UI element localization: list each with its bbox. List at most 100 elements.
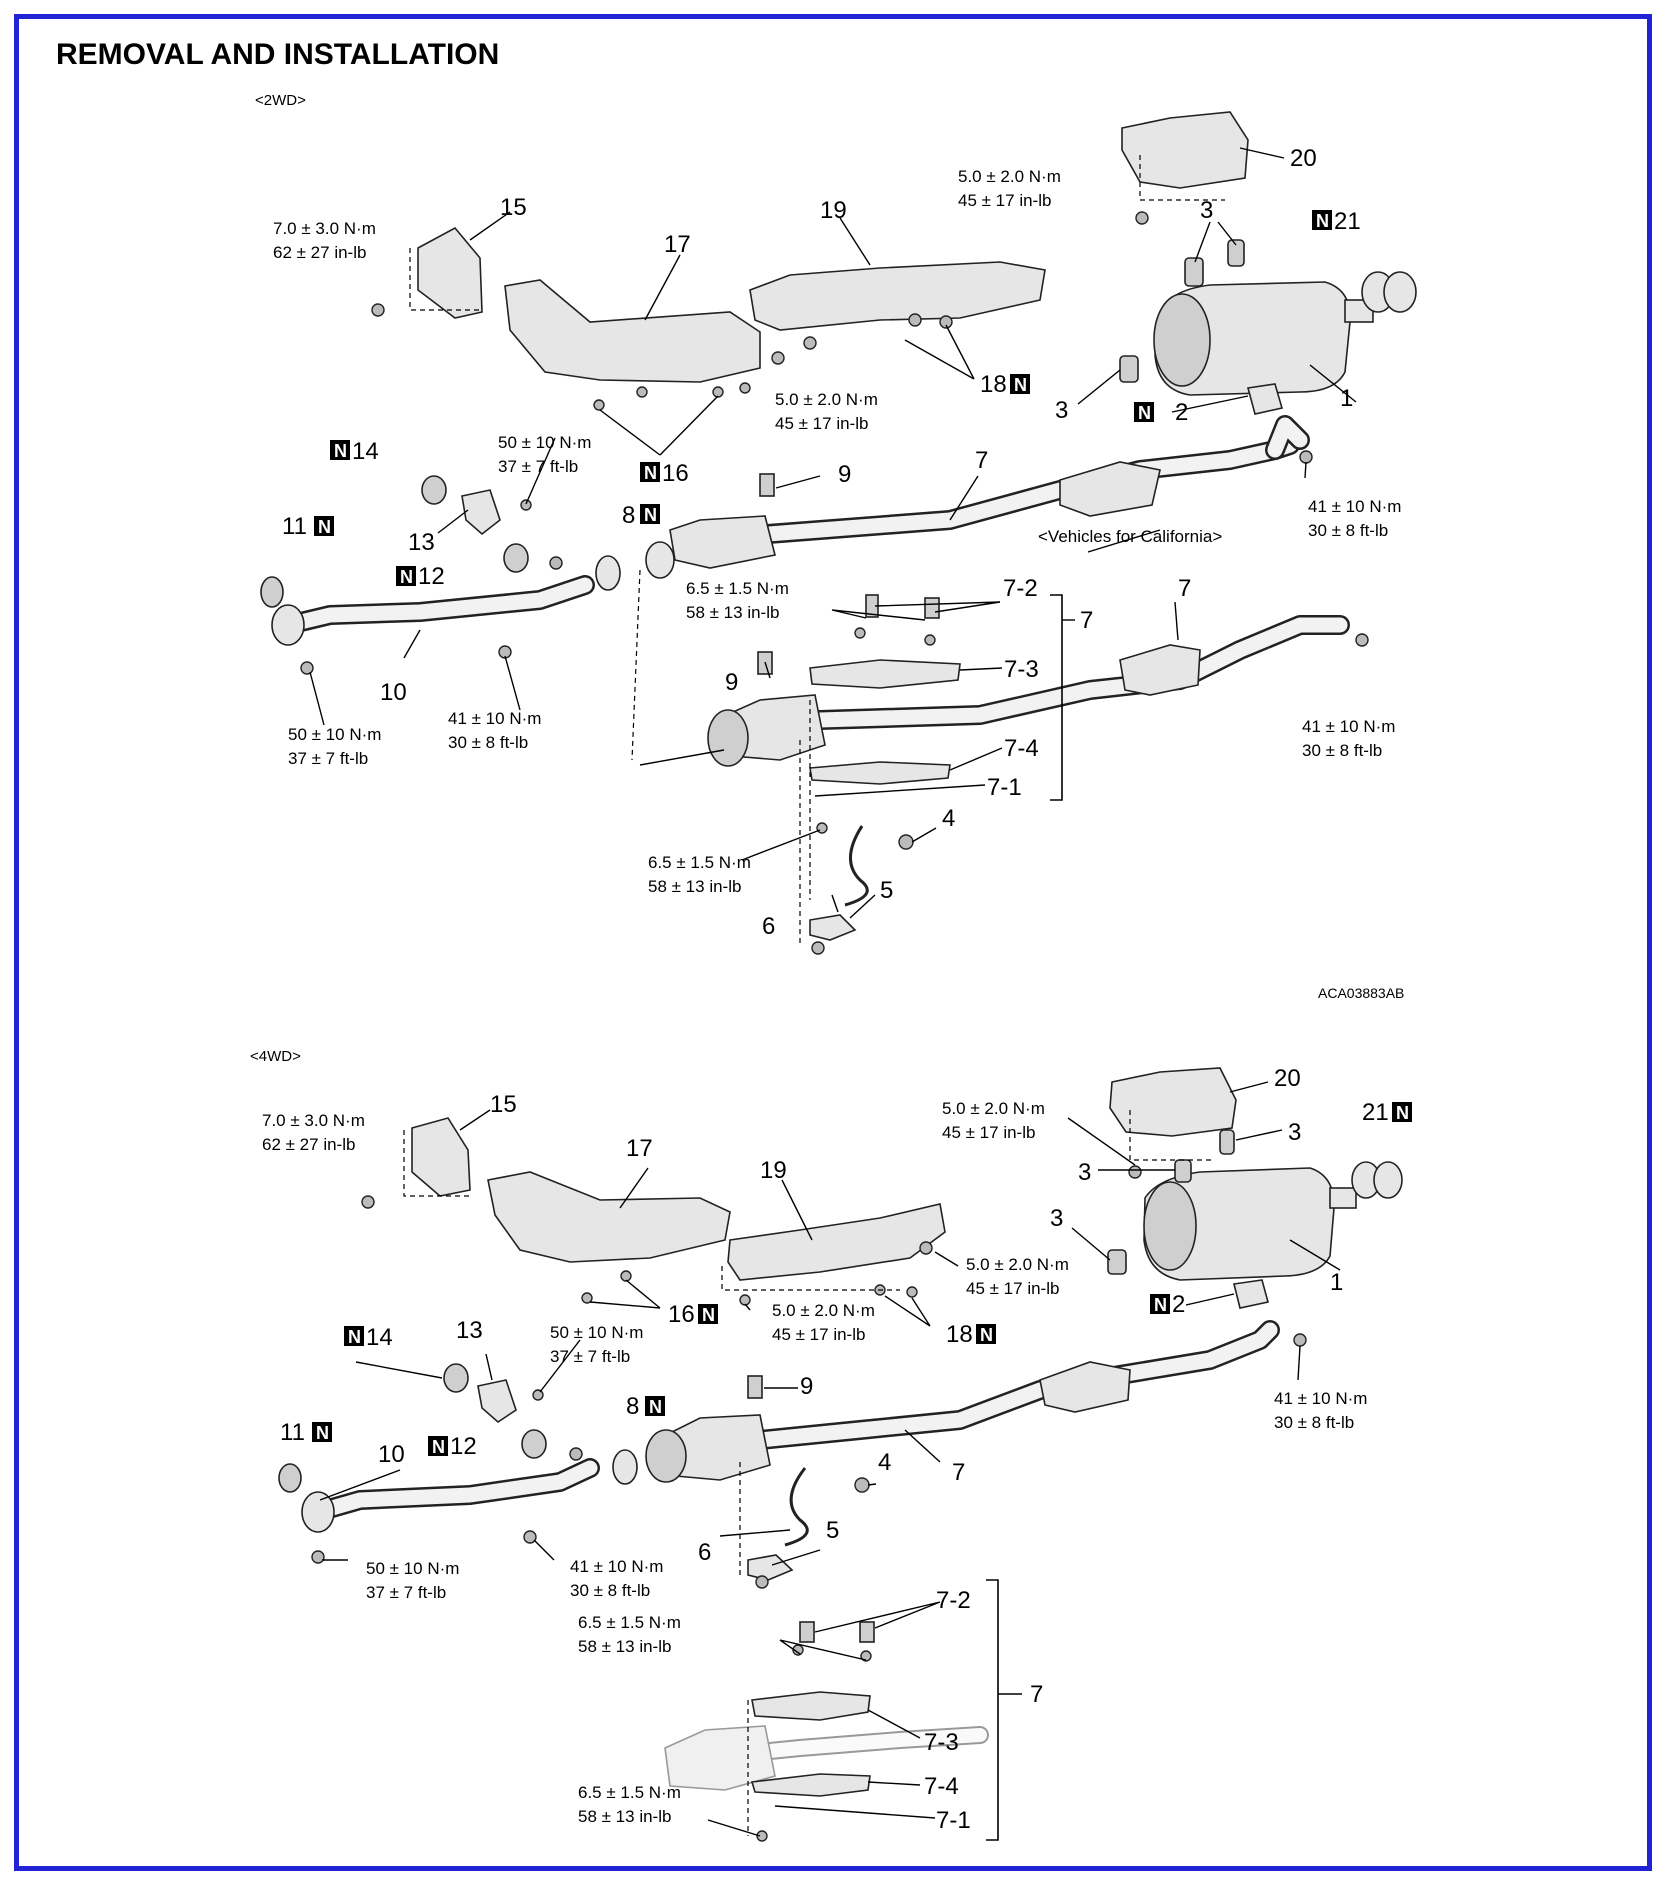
- hanger-3a: [1184, 257, 1204, 287]
- gasket-2: [1246, 383, 1284, 415]
- svg-text:N: N: [644, 505, 657, 525]
- callout-4wd-16: 16: [668, 1301, 695, 1328]
- callout-2wd-9b: 9: [725, 669, 738, 696]
- center-pipe-7-4wd: [750, 1320, 1280, 1450]
- callout-4wd-3c: 3: [1050, 1205, 1063, 1232]
- callout-2wd-4: 4: [942, 805, 955, 832]
- tail-cutter-21b-4wd: [1373, 1161, 1403, 1199]
- n-marker-2wd-16: N: [640, 462, 660, 483]
- callout-4wd-10: 10: [378, 1441, 405, 1468]
- heat-protector-7-4: [809, 761, 951, 785]
- bracket-5: [809, 914, 857, 941]
- callout-4wd-7-1: 7-1: [936, 1807, 971, 1834]
- n-marker-2wd-21: N: [1312, 210, 1332, 231]
- resonator-4wd: [1039, 1361, 1131, 1413]
- heat-protector-7-3-4wd: [751, 1691, 871, 1721]
- muffler-end-2wd: [1153, 293, 1211, 387]
- heat-protector-17: [504, 279, 761, 383]
- callout-4wd-21: 21: [1362, 1099, 1389, 1126]
- heat-protector-7-3: [809, 659, 961, 689]
- gasket-12: [503, 543, 529, 573]
- n-marker-2wd-8: N: [640, 504, 660, 525]
- callout-4wd-18: 18: [946, 1321, 973, 1348]
- svg-text:N: N: [649, 1397, 662, 1417]
- bolt-4: [898, 834, 914, 850]
- n-marker-4wd-21: N: [1392, 1102, 1412, 1123]
- callout-2wd-7c: 7: [1080, 607, 1093, 634]
- hanger-3b: [1227, 239, 1245, 267]
- converter-inlet-4wd: [645, 1429, 687, 1483]
- sensor-wire-6-4wd: [784, 1467, 809, 1547]
- hanger-3c-4wd: [1107, 1249, 1127, 1275]
- heat-protector-15-4wd: [411, 1117, 471, 1197]
- callout-2wd-17: 17: [664, 231, 691, 258]
- figure-code-2wd: ACA03883AB: [1318, 985, 1404, 1001]
- gasket-2-4wd: [1233, 1279, 1269, 1309]
- callout-4wd-14: 14: [366, 1324, 393, 1351]
- n-marker-2wd-14: N: [330, 440, 350, 461]
- california-note-2wd: <Vehicles for California>: [1038, 527, 1222, 546]
- n-marker-2wd-12: N: [396, 566, 416, 587]
- callout-2wd-6: 6: [762, 913, 775, 940]
- heat-protector-20: [1121, 111, 1249, 189]
- callout-4wd-6: 6: [698, 1539, 711, 1566]
- callout-4wd-3b: 3: [1078, 1159, 1091, 1186]
- hanger-3b-4wd: [1219, 1129, 1235, 1155]
- callout-4wd-1: 1: [1330, 1269, 1343, 1296]
- callout-4wd-9: 9: [800, 1373, 813, 1400]
- heat-protector-19: [749, 261, 1046, 331]
- svg-text:N: N: [348, 1327, 361, 1347]
- callout-4wd-13: 13: [456, 1317, 483, 1344]
- callout-2wd-21: 21: [1334, 208, 1361, 235]
- callout-4wd-17: 17: [626, 1135, 653, 1162]
- muffler-end-4wd: [1143, 1181, 1197, 1271]
- front-pipe-flange-2wd: [271, 604, 305, 646]
- heat-protector-20-4wd: [1109, 1067, 1237, 1137]
- callout-4wd-20: 20: [1274, 1065, 1301, 1092]
- svg-text:N: N: [318, 517, 331, 537]
- svg-text:N: N: [1396, 1103, 1409, 1123]
- svg-text:N: N: [432, 1437, 445, 1457]
- svg-text:N: N: [980, 1325, 993, 1345]
- callout-2wd-7-2: 7-2: [1003, 575, 1038, 602]
- svg-text:N: N: [316, 1423, 329, 1443]
- hanger-3a-4wd: [1174, 1159, 1192, 1183]
- callout-4wd-7-4: 7-4: [924, 1773, 959, 1800]
- sensor-wire-6: [844, 825, 869, 907]
- heat-protector-17-4wd: [487, 1171, 731, 1263]
- n-marker-4wd-12: N: [428, 1436, 448, 1457]
- gasket-8-4wd: [612, 1449, 638, 1485]
- page-title: REMOVAL AND INSTALLATION: [56, 38, 500, 71]
- n-marker-4wd-11: N: [312, 1422, 332, 1443]
- n-marker-4wd-2: N: [1150, 1294, 1170, 1315]
- gasket-11-4wd: [278, 1463, 302, 1493]
- svg-text:N: N: [1316, 211, 1329, 231]
- callout-4wd-19: 19: [760, 1157, 787, 1184]
- callout-4wd-8: 8: [626, 1393, 639, 1420]
- svg-text:N: N: [644, 463, 657, 483]
- svg-text:N: N: [400, 567, 413, 587]
- callout-2wd-7-1: 7-1: [987, 774, 1022, 801]
- callout-2wd-15: 15: [500, 194, 527, 221]
- n-marker-2wd-2: N: [1134, 402, 1154, 423]
- svg-text:N: N: [1138, 403, 1151, 423]
- callout-2wd-14: 14: [352, 438, 379, 465]
- callout-2wd-16: 16: [662, 460, 689, 487]
- callout-2wd-5: 5: [880, 877, 893, 904]
- flange-top: [645, 541, 675, 579]
- n-marker-4wd-16: N: [698, 1304, 718, 1325]
- callout-4wd-5: 5: [826, 1517, 839, 1544]
- callout-2wd-7-4: 7-4: [1004, 735, 1039, 762]
- resonator-lower: [1119, 644, 1201, 696]
- oxygen-sensor-9-top: [759, 473, 775, 497]
